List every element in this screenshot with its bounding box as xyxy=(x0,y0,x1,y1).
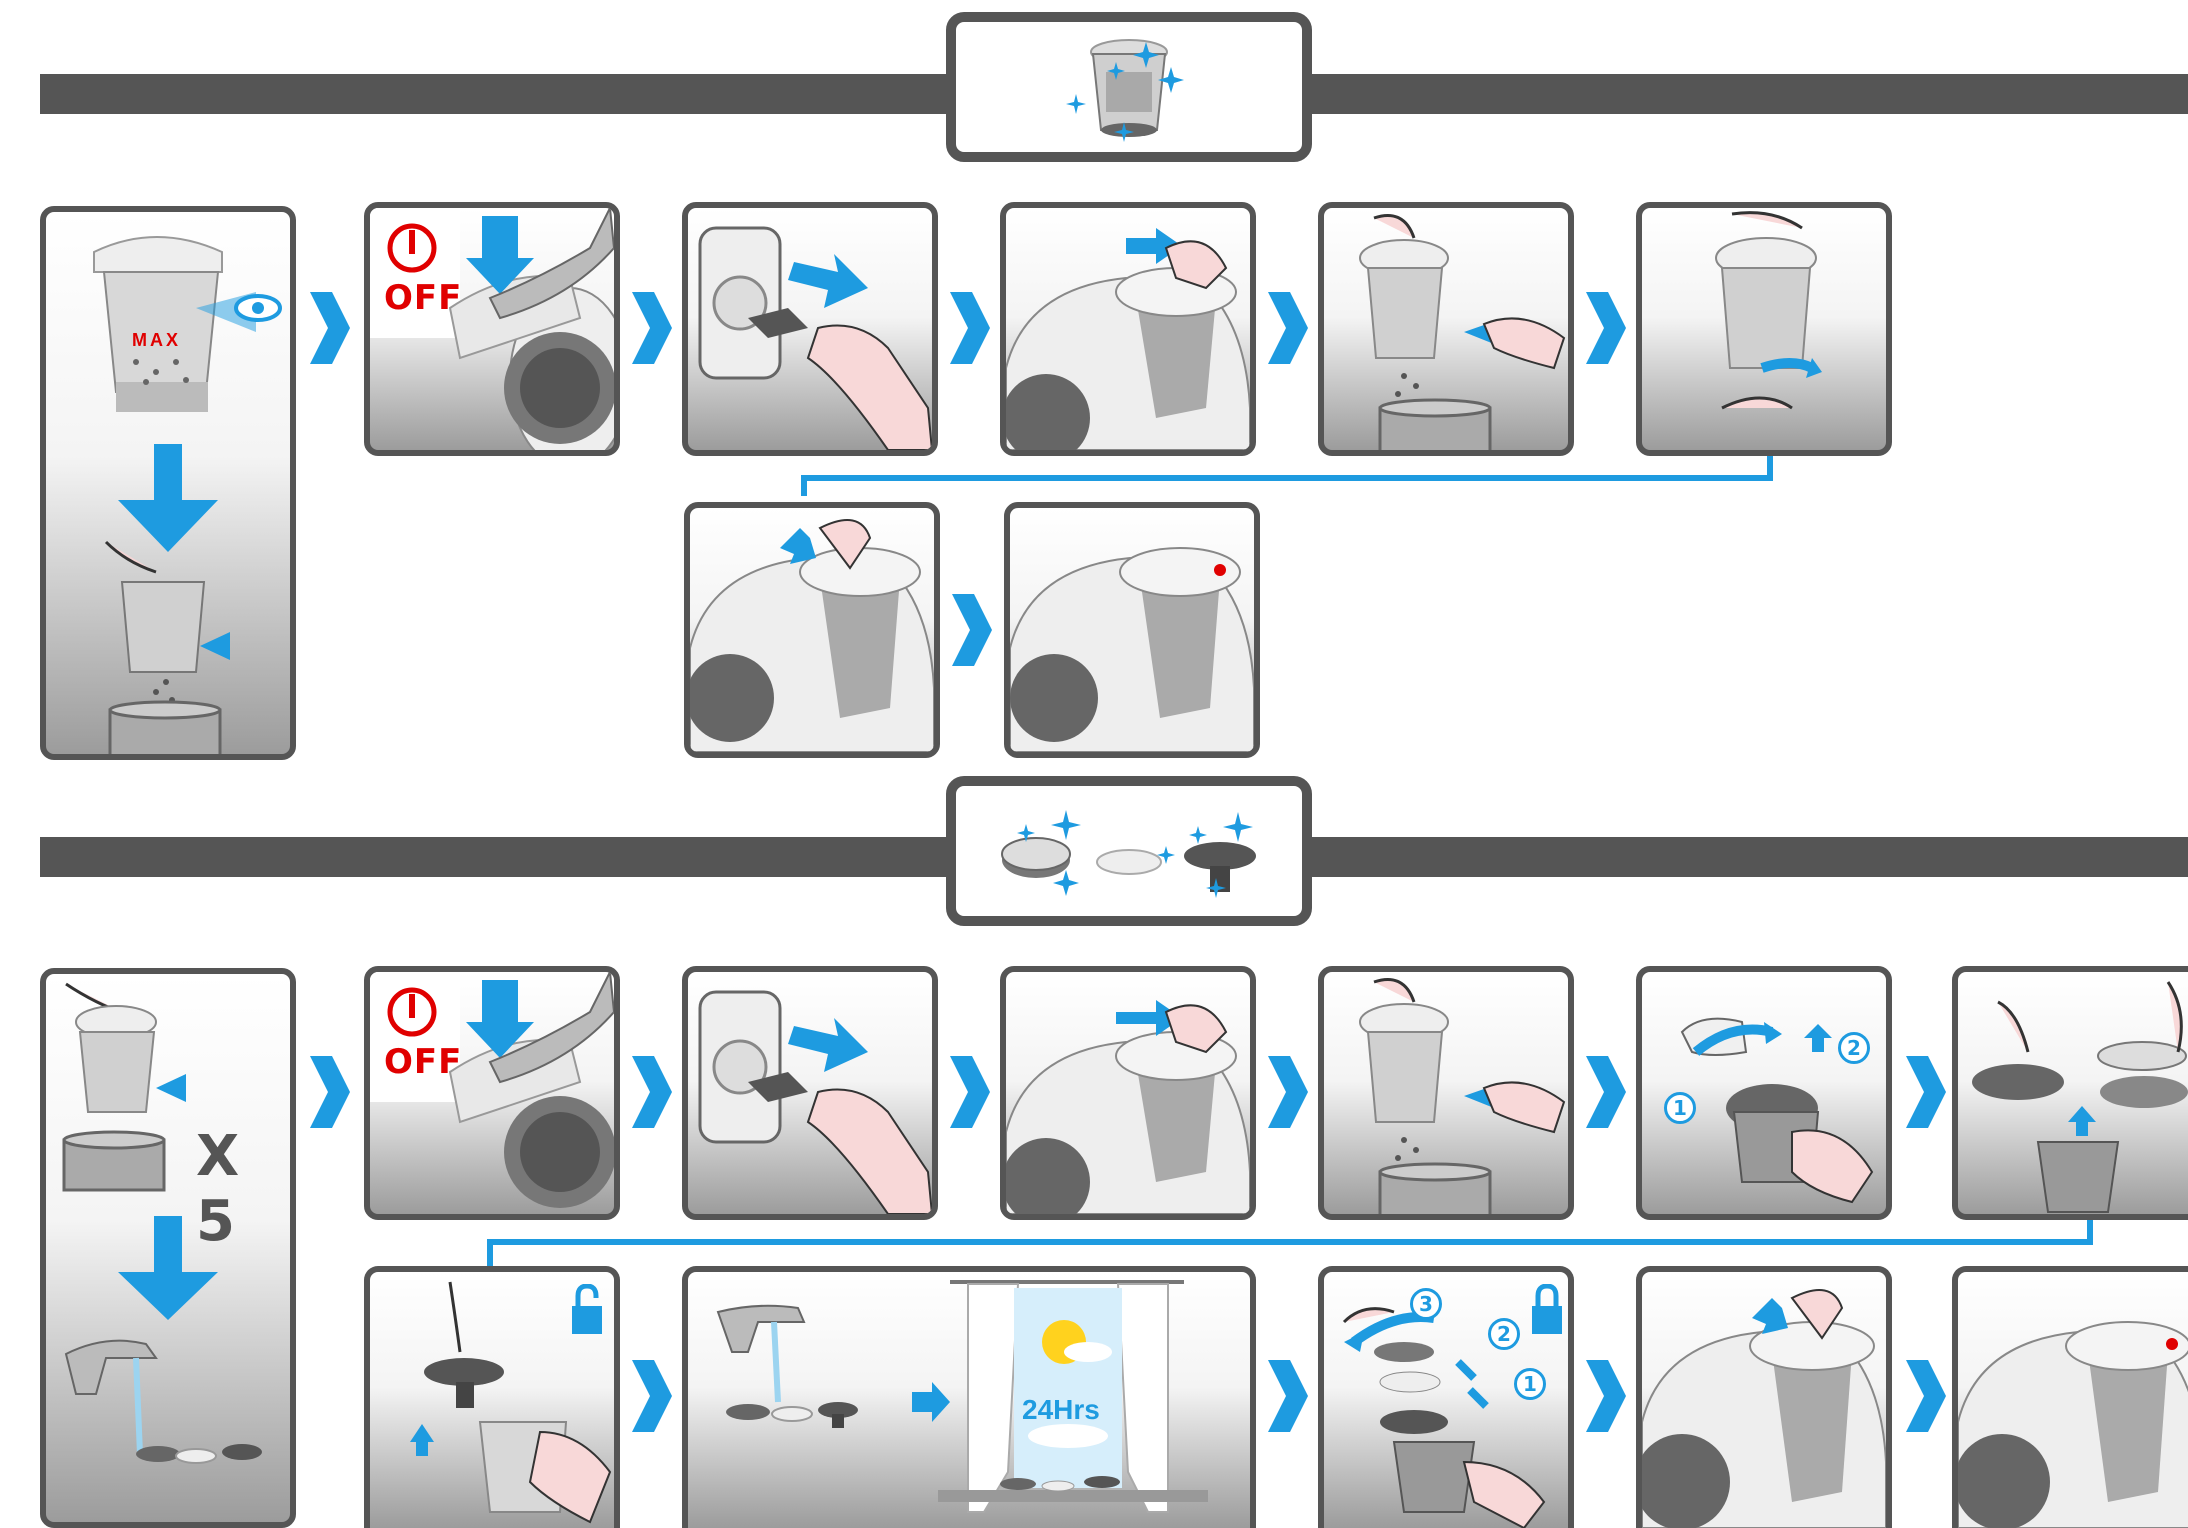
step-number-2: 2 xyxy=(1488,1318,1520,1350)
next-step-chevron xyxy=(1586,1360,1626,1432)
lock-icon xyxy=(1532,1284,1562,1334)
next-step-chevron xyxy=(1586,292,1626,364)
step-flow-connector-line xyxy=(801,456,1773,496)
next-step-chevron xyxy=(310,1056,350,1128)
step-empty-dust xyxy=(1318,966,1574,1220)
off-label: OFF xyxy=(384,278,463,318)
power-off-icon xyxy=(387,223,437,273)
drying-time-label: 24Hrs xyxy=(1022,1394,1100,1425)
step-number-1: 1 xyxy=(1664,1092,1696,1124)
step-twist-off-filter-cover: 1 2 xyxy=(1636,966,1892,1220)
next-step-chevron xyxy=(1906,1056,1946,1128)
step-number-3: 3 xyxy=(1410,1288,1442,1320)
step-reassemble-filters: 3 2 1 xyxy=(1318,1266,1574,1528)
step-assembled-vacuum xyxy=(1004,502,1260,758)
step-switch-off: OFF xyxy=(364,966,620,1220)
next-step-chevron xyxy=(310,292,350,364)
repeat-count-label: X 5 xyxy=(196,1124,244,1254)
step-empty-and-repeat: X 5 xyxy=(40,968,296,1528)
power-off-icon xyxy=(387,987,437,1037)
unlock-icon xyxy=(572,1284,602,1334)
off-label: OFF xyxy=(384,1042,463,1082)
next-step-chevron xyxy=(950,292,990,364)
step-switch-off: OFF xyxy=(364,202,620,456)
next-step-chevron xyxy=(632,1360,672,1432)
step-unplug xyxy=(682,966,938,1220)
step-assembled-vacuum xyxy=(1952,1266,2188,1528)
next-step-chevron xyxy=(632,1056,672,1128)
sparkling-dust-container-icon xyxy=(1066,39,1184,142)
next-step-chevron xyxy=(1268,1056,1308,1128)
step-reinsert-container xyxy=(684,502,940,758)
step-close-container-bottom xyxy=(1636,202,1892,456)
step-reinsert-container xyxy=(1636,1266,1892,1528)
step-press-container-release xyxy=(1000,202,1256,456)
step-press-container-release xyxy=(1000,966,1256,1220)
step-number-2: 2 xyxy=(1838,1032,1870,1064)
step-check-max-level-and-empty: MAX xyxy=(40,206,296,760)
section-header-dust-container xyxy=(946,12,1312,162)
sparkling-filters-icon xyxy=(1001,810,1256,898)
next-step-chevron xyxy=(952,594,992,666)
step-flow-connector-line xyxy=(487,1220,2093,1270)
step-wash-and-dry: 24Hrs xyxy=(682,1266,1256,1528)
next-step-chevron xyxy=(1268,292,1308,364)
next-step-chevron xyxy=(1586,1056,1626,1128)
step-unlock-filter-holder xyxy=(364,1266,620,1528)
next-step-chevron xyxy=(950,1056,990,1128)
step-unplug xyxy=(682,202,938,456)
step-remove-filters xyxy=(1952,966,2188,1220)
wall-socket-icon xyxy=(698,226,932,450)
wall-socket-icon xyxy=(698,990,932,1214)
next-step-chevron xyxy=(1906,1360,1946,1432)
max-fill-label: MAX xyxy=(132,330,181,350)
step-number-1: 1 xyxy=(1514,1368,1546,1400)
step-empty-dust xyxy=(1318,202,1574,456)
next-step-chevron xyxy=(632,292,672,364)
section-header-filters xyxy=(946,776,1312,926)
next-step-chevron xyxy=(1268,1360,1308,1432)
